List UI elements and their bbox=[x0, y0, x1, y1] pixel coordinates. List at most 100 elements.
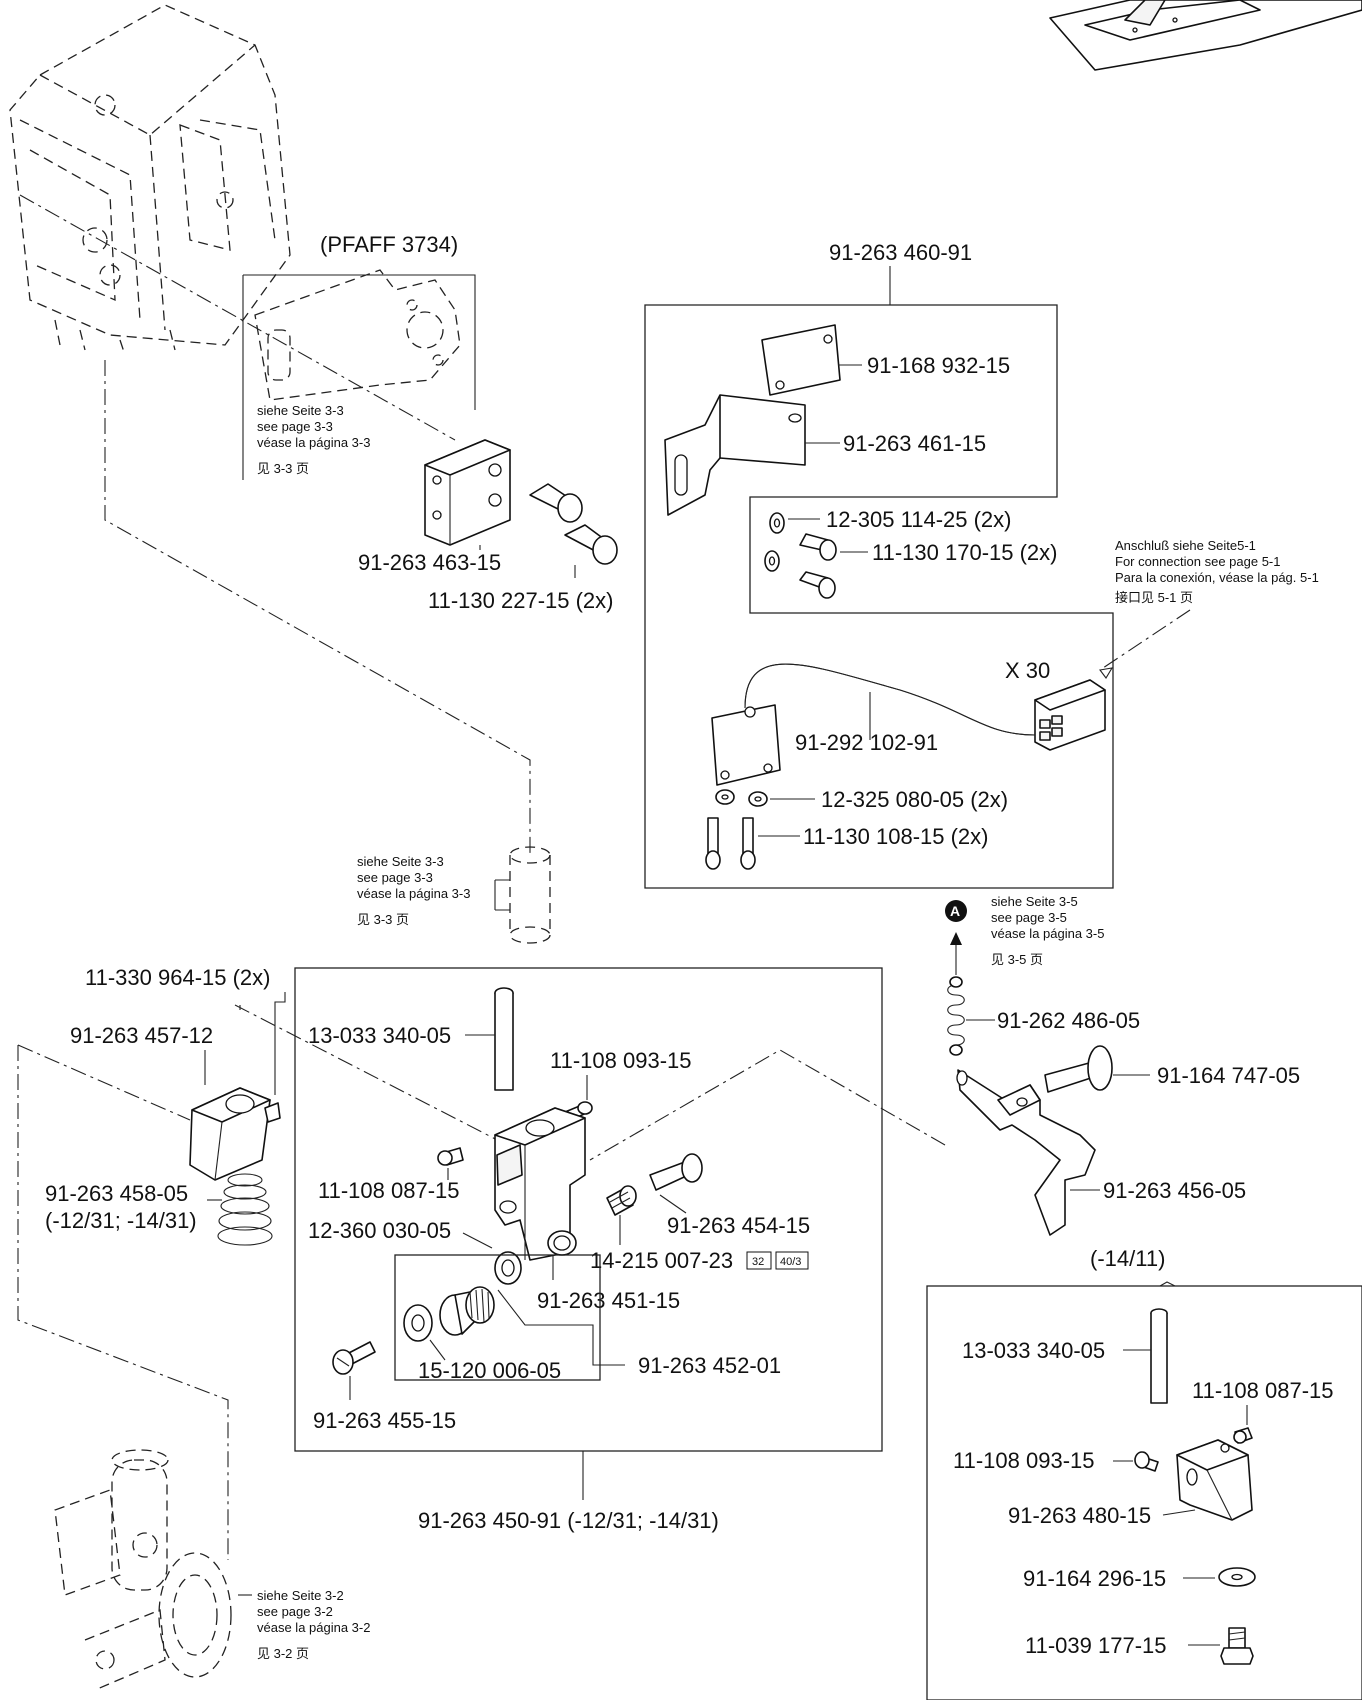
screw-variant-108087 bbox=[1233, 1427, 1253, 1444]
svg-text:véase la página 3-2: véase la página 3-2 bbox=[257, 1620, 370, 1635]
label-part-454: 91-263 454-15 bbox=[667, 1213, 810, 1238]
variant-14-11-frame bbox=[926, 1285, 1362, 1700]
assembly-460-frame bbox=[644, 304, 1114, 889]
svg-text:见 3-2 页: 见 3-2 页 bbox=[257, 1646, 309, 1661]
note-see-page-3-2: siehe Seite 3-2 see page 3-2 véase la pá… bbox=[257, 1588, 370, 1661]
assembly-450-frame bbox=[294, 967, 883, 1452]
label-part-305114: 12-305 114-25 (2x) bbox=[826, 507, 1012, 532]
screw-part-455 bbox=[332, 1341, 376, 1375]
label-variant-108087: 11-108 087-15 bbox=[1192, 1378, 1334, 1403]
bolt-variant-039177 bbox=[1220, 1627, 1254, 1665]
label-part-15120: 15-120 006-05 bbox=[418, 1358, 561, 1383]
svg-text:siehe Seite 3-3: siehe Seite 3-3 bbox=[257, 403, 344, 418]
rod-part-13033 bbox=[494, 987, 514, 1091]
note-see-page-3-3-upper: siehe Seite 3-3 see page 3-3 véase la pá… bbox=[257, 403, 370, 476]
label-assembly-450: 91-263 450-91 (-12/31; -14/31) bbox=[418, 1508, 719, 1533]
label-variant-039177: 11-039 177-15 bbox=[1025, 1633, 1167, 1658]
gear-subassembly-frame bbox=[394, 1254, 601, 1381]
label-part-292102: 91-292 102-91 bbox=[795, 730, 938, 755]
gear-part-452 bbox=[439, 1286, 495, 1336]
label-variant-164296: 91-164 296-15 bbox=[1023, 1566, 1166, 1591]
label-part-458: 91-263 458-05 bbox=[45, 1181, 188, 1206]
label-part-130108: 11-130 108-15 (2x) bbox=[803, 824, 989, 849]
block-variant-480 bbox=[1176, 1439, 1253, 1521]
label-variant-480: 91-263 480-15 bbox=[1008, 1503, 1151, 1528]
screw-part-130170 bbox=[799, 533, 837, 599]
svg-text:见 3-3 页: 见 3-3 页 bbox=[357, 912, 409, 927]
washer-part-305114 bbox=[764, 512, 785, 572]
note-connection-page-5-1: Anschluß siehe Seite5-1 For connection s… bbox=[1115, 538, 1319, 605]
pfaff-variant-label: (PFAFF 3734) bbox=[320, 232, 458, 257]
svg-text:32: 32 bbox=[752, 1256, 764, 1268]
bearing-part-215007 bbox=[606, 1185, 637, 1216]
body-part-451 bbox=[494, 1107, 586, 1261]
sleeve-reference-drawing bbox=[494, 846, 551, 944]
machine-bed-fragment-drawing bbox=[1049, 0, 1362, 71]
block-part-463 bbox=[424, 439, 511, 546]
label-part-108093: 11-108 093-15 bbox=[550, 1048, 692, 1073]
label-part-325080: 12-325 080-05 (2x) bbox=[821, 787, 1008, 812]
label-variant-14-11: (-14/11) bbox=[1090, 1246, 1165, 1271]
plate-part-168932 bbox=[761, 324, 841, 396]
pfaff-bracket-drawing bbox=[254, 269, 461, 401]
svg-text:siehe Seite 3-5: siehe Seite 3-5 bbox=[991, 894, 1078, 909]
rod-variant-13033 bbox=[1150, 1308, 1168, 1404]
label-variant-13033: 13-033 340-05 bbox=[962, 1338, 1105, 1363]
washer-part-325080 bbox=[715, 789, 768, 807]
label-part-451: 91-263 451-15 bbox=[537, 1288, 680, 1313]
washer-part-15120 bbox=[403, 1304, 433, 1342]
screw-part-130108 bbox=[705, 817, 756, 870]
label-part-168932: 91-168 932-15 bbox=[867, 353, 1010, 378]
note-see-page-3-5: siehe Seite 3-5 see page 3-5 véase la pá… bbox=[991, 894, 1104, 967]
svg-text:A: A bbox=[950, 903, 960, 919]
connector-x30-drawing bbox=[1034, 679, 1106, 751]
spring-part-458 bbox=[217, 1173, 273, 1246]
label-part-330964: 11-330 964-15 (2x) bbox=[85, 965, 271, 990]
svg-text:Para la conexión, véase la pág: Para la conexión, véase la pág. 5-1 bbox=[1115, 570, 1319, 585]
screw-part-130227 bbox=[529, 483, 618, 565]
svg-text:Anschluß siehe Seite5-1: Anschluß siehe Seite5-1 bbox=[1115, 538, 1256, 553]
screw-part-108087 bbox=[437, 1147, 464, 1166]
label-part-463: 91-263 463-15 bbox=[358, 550, 501, 575]
svg-text:véase la página 3-3: véase la página 3-3 bbox=[257, 435, 370, 450]
pin-part-164747 bbox=[1044, 1045, 1113, 1093]
sewing-head-reference-drawing bbox=[54, 1449, 232, 1691]
label-part-456: 91-263 456-05 bbox=[1103, 1178, 1246, 1203]
svg-text:接口见 5-1 页: 接口见 5-1 页 bbox=[1115, 590, 1193, 605]
label-part-360030: 12-360 030-05 bbox=[308, 1218, 451, 1243]
svg-text:see page 3-3: see page 3-3 bbox=[257, 419, 333, 434]
svg-text:siehe Seite 3-2: siehe Seite 3-2 bbox=[257, 1588, 344, 1603]
svg-text:see page 3-2: see page 3-2 bbox=[257, 1604, 333, 1619]
badge-32: 32 bbox=[746, 1251, 772, 1270]
badge-40-3: 40/3 bbox=[775, 1251, 809, 1270]
label-part-262486: 91-262 486-05 bbox=[997, 1008, 1140, 1033]
label-part-452: 91-263 452-01 bbox=[638, 1353, 781, 1378]
reference-a-marker: A bbox=[945, 900, 967, 922]
label-part-457: 91-263 457-12 bbox=[70, 1023, 213, 1048]
svg-text:see page 3-5: see page 3-5 bbox=[991, 910, 1067, 925]
svg-text:For connection see page 5-1: For connection see page 5-1 bbox=[1115, 554, 1281, 569]
bracket-part-461 bbox=[664, 394, 806, 516]
label-part-215007: 14-215 007-23 bbox=[590, 1248, 733, 1273]
note-see-page-3-3-lower: siehe Seite 3-3 see page 3-3 véase la pá… bbox=[357, 854, 470, 927]
screw-variant-108093 bbox=[1134, 1451, 1159, 1472]
svg-text:véase la página 3-5: véase la página 3-5 bbox=[991, 926, 1104, 941]
svg-text:siehe Seite 3-3: siehe Seite 3-3 bbox=[357, 854, 444, 869]
label-connector-x30: X 30 bbox=[1005, 658, 1050, 683]
label-assembly-460: 91-263 460-91 bbox=[829, 240, 972, 265]
spring-part-262486 bbox=[947, 976, 965, 1056]
pin-part-454 bbox=[649, 1153, 703, 1191]
label-part-455: 91-263 455-15 bbox=[313, 1408, 456, 1433]
label-variant-108093: 11-108 093-15 bbox=[953, 1448, 1095, 1473]
label-part-108087: 11-108 087-15 bbox=[318, 1178, 460, 1203]
svg-text:见 3-5 页: 见 3-5 页 bbox=[991, 952, 1043, 967]
clamp-part-457 bbox=[189, 1087, 281, 1181]
label-part-13033: 13-033 340-05 bbox=[308, 1023, 451, 1048]
washer-part-360030 bbox=[494, 1251, 522, 1285]
svg-text:40/3: 40/3 bbox=[780, 1256, 801, 1268]
lever-part-456 bbox=[956, 1069, 1096, 1236]
svg-text:see page 3-3: see page 3-3 bbox=[357, 870, 433, 885]
washer-variant-164296 bbox=[1218, 1567, 1256, 1587]
label-part-164747: 91-164 747-05 bbox=[1157, 1063, 1300, 1088]
machine-housing-drawing bbox=[9, 4, 291, 356]
